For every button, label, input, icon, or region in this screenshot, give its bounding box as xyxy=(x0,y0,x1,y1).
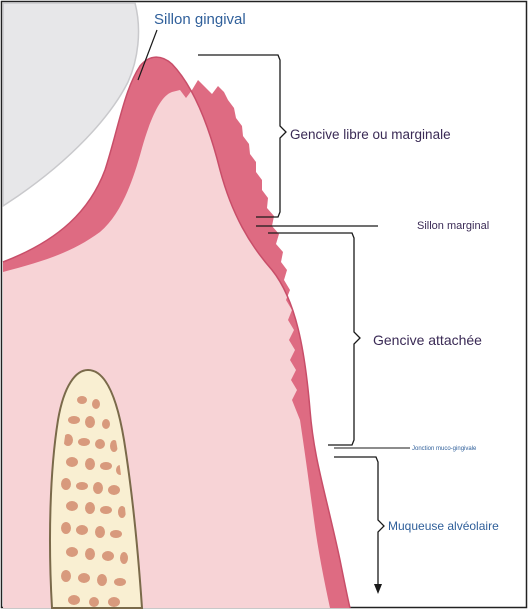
label-muqueuse: Muqueuse alvéolaire xyxy=(388,519,499,533)
label-gencive-attachee: Gencive attachée xyxy=(373,332,482,348)
label-sillon-gingival: Sillon gingival xyxy=(154,11,246,28)
label-jonction: Jonction muco-gingivale xyxy=(412,446,477,452)
down-arrow-icon xyxy=(374,584,382,594)
label-sillon-marginal: Sillon marginal xyxy=(417,220,489,232)
label-gencive-libre: Gencive libre ou marginale xyxy=(290,127,451,142)
